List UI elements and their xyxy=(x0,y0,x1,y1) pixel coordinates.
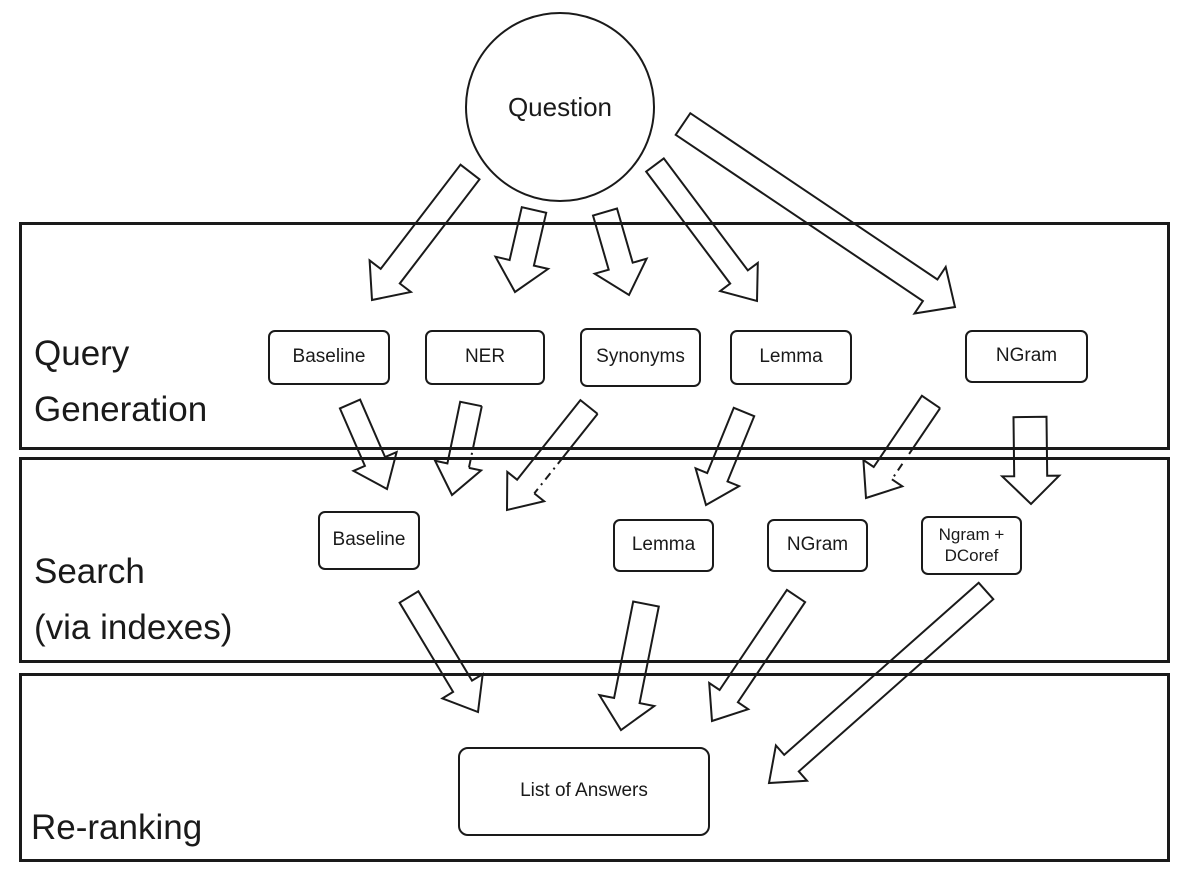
node-label: Baseline xyxy=(292,346,366,368)
node-label: NGram xyxy=(995,345,1058,367)
node-search-ngram: NGram xyxy=(767,519,868,572)
node-search-baseline: Baseline xyxy=(318,511,420,570)
node-qg-ngram: NGram xyxy=(965,330,1088,383)
node-label: Lemma xyxy=(631,534,696,556)
node-label: NGram xyxy=(786,534,849,556)
node-qg-synonyms: Synonyms xyxy=(580,328,701,387)
stage-label-query-generation: Query Generation xyxy=(34,334,208,429)
question-label: Question xyxy=(507,91,613,122)
node-qg-ner: NER xyxy=(425,330,545,385)
node-search-lemma: Lemma xyxy=(613,519,714,572)
stage-label-search: Search (via indexes) xyxy=(34,552,233,647)
node-label: Synonyms xyxy=(596,346,685,368)
node-list-of-answers: List of Answers xyxy=(458,747,710,836)
node-qg-baseline: Baseline xyxy=(268,330,390,385)
node-label: Lemma xyxy=(759,346,823,368)
stage-band-re-ranking xyxy=(19,673,1170,862)
node-search-ngram-dcoref: Ngram + DCoref xyxy=(921,516,1022,575)
node-qg-lemma: Lemma xyxy=(730,330,852,385)
question-node: Question xyxy=(465,12,655,202)
node-label: List of Answers xyxy=(520,780,648,802)
node-label: Ngram + DCoref xyxy=(938,525,1005,565)
node-label: NER xyxy=(464,346,506,368)
node-label: Baseline xyxy=(332,529,406,551)
stage-label-re-ranking: Re-ranking xyxy=(31,808,203,847)
